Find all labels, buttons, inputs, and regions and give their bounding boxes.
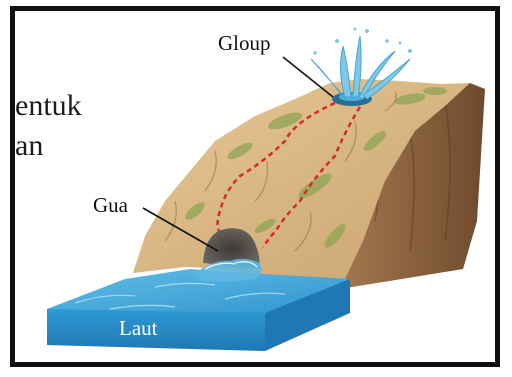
- diagram-frame: entuk an Gloup Gua Laut: [10, 6, 500, 367]
- laut-label: Laut: [119, 316, 157, 341]
- spray-droplets: [313, 28, 412, 55]
- background-text-line-1: entuk: [15, 89, 82, 123]
- gloup-label: Gloup: [218, 31, 271, 56]
- gloup-leader-line: [283, 57, 333, 97]
- diagram-illustration: [15, 11, 495, 362]
- gua-label: Gua: [93, 193, 128, 218]
- background-text-line-2: an: [15, 129, 43, 163]
